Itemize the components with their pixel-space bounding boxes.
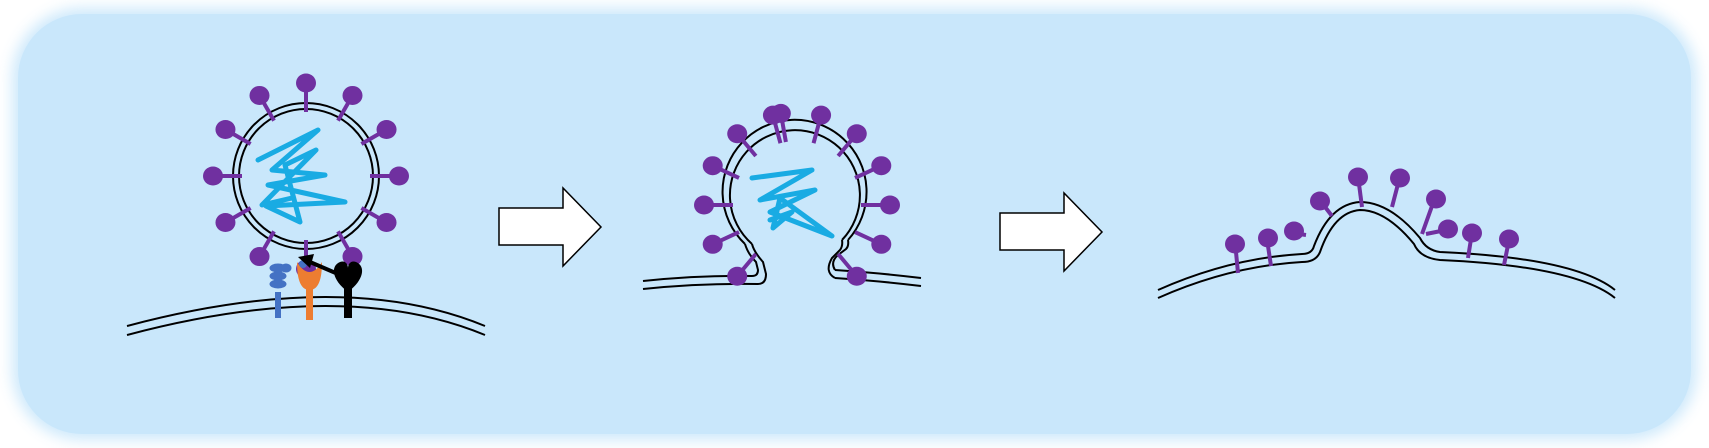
spike-stalk xyxy=(230,131,252,146)
binding-arrow xyxy=(298,254,339,276)
spike-head xyxy=(727,266,748,286)
right-arrow-icon xyxy=(498,186,603,268)
spike-stalk xyxy=(1234,251,1240,274)
spike-stalk xyxy=(336,230,351,252)
spike-head xyxy=(846,124,867,144)
spike-stalk xyxy=(772,121,783,144)
spike-stalk xyxy=(1390,183,1400,208)
spike-head xyxy=(1438,219,1458,239)
spike-head xyxy=(1225,234,1245,254)
spike-head xyxy=(342,85,363,105)
receptor-icon xyxy=(269,254,363,320)
spike-stalk xyxy=(718,230,740,244)
spike-head xyxy=(1284,221,1304,241)
spike-head xyxy=(342,247,363,267)
spike-head xyxy=(702,156,723,176)
spike-stalk xyxy=(336,100,351,122)
spike-stalk xyxy=(360,131,382,146)
spike-head xyxy=(1258,228,1278,248)
cell-membrane-icon xyxy=(1157,200,1616,299)
spike-head xyxy=(215,213,236,232)
spike-stalk xyxy=(1420,205,1434,235)
rna-genome-icon xyxy=(255,127,348,225)
spike-head xyxy=(762,105,783,125)
spike-head xyxy=(1499,229,1519,249)
spike-stalk xyxy=(718,166,740,180)
spike-stalk xyxy=(811,121,822,144)
virion-icon xyxy=(694,103,900,286)
receptor-blue xyxy=(269,263,292,318)
spike-head xyxy=(249,247,270,267)
spike-head xyxy=(1310,191,1330,211)
spike-head xyxy=(702,234,723,254)
spike-stalk xyxy=(836,252,854,273)
spike-stalk xyxy=(261,100,276,122)
spike-stalk xyxy=(360,206,382,221)
cell-membrane-icon xyxy=(126,296,486,336)
spike-stalk xyxy=(1357,183,1364,208)
spike-head xyxy=(1348,167,1368,187)
virion-icon xyxy=(203,73,409,279)
stage-fusion xyxy=(642,103,922,290)
spike-head xyxy=(1426,189,1446,209)
spike-stalk xyxy=(1266,245,1273,267)
spike-stalk xyxy=(740,137,758,158)
stage-fused xyxy=(1157,167,1616,299)
glycoprotein-spikes xyxy=(694,103,900,286)
spike-head xyxy=(811,105,832,125)
spike-head xyxy=(215,120,236,139)
spike-stalk xyxy=(780,119,788,143)
glycoprotein-spikes xyxy=(1225,167,1519,274)
spike-head xyxy=(376,213,397,232)
spike-stalk xyxy=(740,252,758,273)
spike-head xyxy=(376,120,397,139)
spike-head xyxy=(871,156,892,176)
spike-head xyxy=(389,166,409,186)
spike-head xyxy=(694,195,714,215)
glycoprotein-spikes xyxy=(203,73,409,279)
spike-head xyxy=(846,266,867,286)
spike-head xyxy=(296,73,316,93)
spike-head xyxy=(203,166,223,186)
spike-stalk xyxy=(261,230,276,252)
spike-head xyxy=(880,195,900,215)
receptor-black xyxy=(333,261,363,318)
right-arrow-icon xyxy=(999,191,1104,273)
cell-membrane-icon xyxy=(642,239,922,290)
spike-stalk xyxy=(854,230,876,244)
spike-head xyxy=(1462,223,1482,243)
stage-attachment xyxy=(126,73,486,336)
spike-stalk xyxy=(230,206,252,221)
rna-genome-icon xyxy=(749,167,835,239)
spike-head xyxy=(727,124,748,144)
spike-head xyxy=(249,85,270,105)
spike-stalk xyxy=(854,166,876,180)
spike-head xyxy=(1390,168,1410,188)
spike-stalk xyxy=(836,137,854,158)
spike-head xyxy=(871,234,892,254)
